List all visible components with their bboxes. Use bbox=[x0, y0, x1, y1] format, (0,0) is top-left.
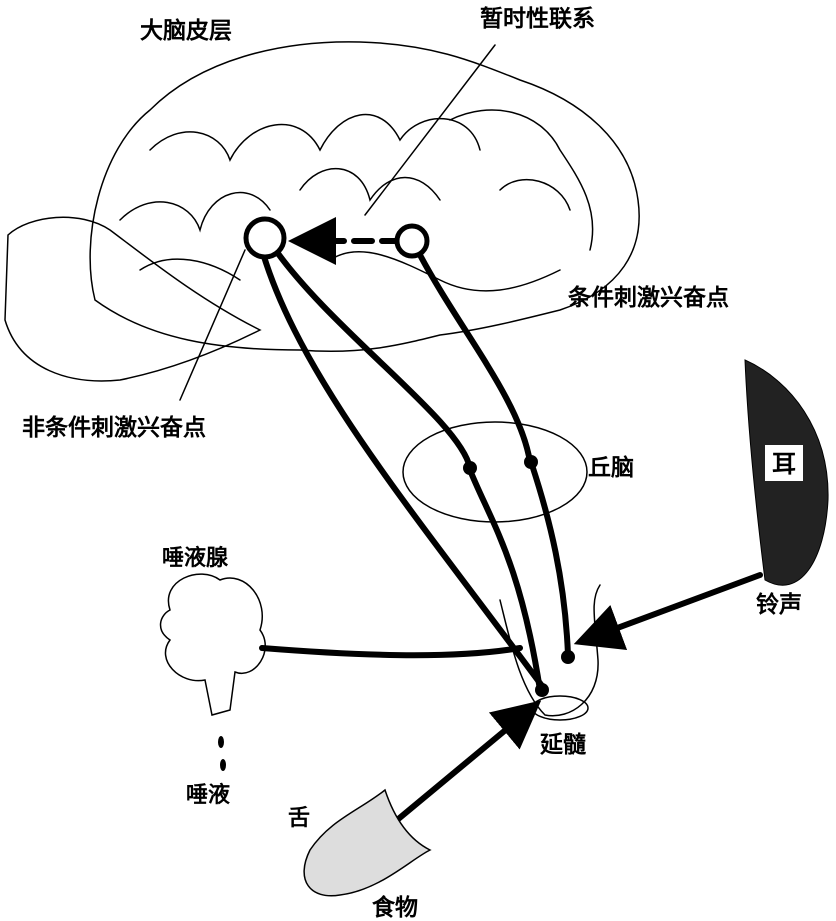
label-medulla: 延髓 bbox=[539, 732, 587, 758]
label-temporary-connection: 暂时性联系 bbox=[480, 5, 595, 32]
cerebral-cortex-drawing bbox=[4, 41, 640, 382]
label-tongue: 舌 bbox=[288, 806, 310, 831]
label-salivary-gland: 唾液腺 bbox=[162, 545, 229, 571]
label-saliva: 唾液 bbox=[186, 782, 230, 808]
ear-to-medulla-arrow bbox=[573, 572, 763, 650]
leader-temporary bbox=[364, 44, 496, 216]
saliva-drop-2 bbox=[220, 759, 226, 771]
ear-label-bg bbox=[765, 445, 803, 481]
unconditioned-excitation-point bbox=[243, 216, 287, 260]
medulla-dot-1 bbox=[561, 650, 575, 664]
label-ear: 耳 bbox=[772, 450, 796, 478]
neural-pathways bbox=[259, 217, 763, 858]
medulla-to-gland-path bbox=[259, 645, 523, 659]
label-unconditioned-point: 非条件刺激兴奋点 bbox=[22, 414, 206, 441]
conditioned-excitation-point bbox=[394, 223, 430, 259]
medulla-dot-2 bbox=[535, 683, 549, 697]
label-thalamus: 丘脑 bbox=[588, 454, 634, 481]
label-cortex: 大脑皮层 bbox=[140, 17, 232, 44]
medulla-base bbox=[531, 695, 589, 721]
thalamus-dot-1 bbox=[463, 461, 477, 475]
saliva-drop-1 bbox=[218, 736, 224, 748]
label-bell: 铃声 bbox=[756, 591, 802, 618]
tongue-drawing bbox=[303, 788, 432, 897]
label-conditioned-point: 条件刺激兴奋点 bbox=[568, 284, 729, 311]
label-food: 食物 bbox=[372, 894, 418, 921]
salivary-gland-drawing bbox=[159, 573, 266, 716]
thalamus-dot-2 bbox=[524, 455, 538, 469]
thalamus-ellipse bbox=[402, 421, 588, 523]
leader-unconditioned bbox=[179, 249, 246, 401]
